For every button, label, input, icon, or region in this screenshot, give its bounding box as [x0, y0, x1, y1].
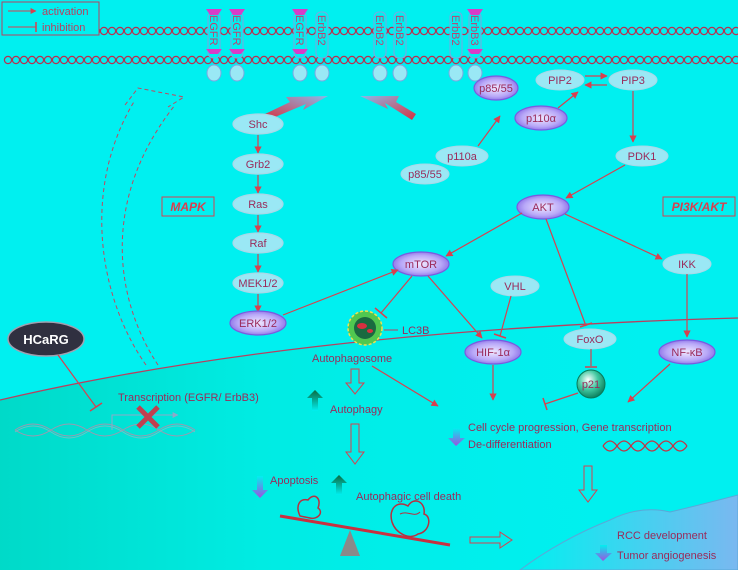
node-p110a-free: p110a	[447, 151, 478, 163]
node-p21: p21	[582, 379, 600, 391]
receptor-label: EGFR	[207, 15, 219, 46]
nucleus-region	[0, 318, 738, 570]
nuclear-membrane	[0, 317, 738, 401]
label-cell-cycle: Cell cycle progression, Gene transcripti…	[468, 422, 672, 434]
plasma-membrane	[3, 26, 738, 65]
mapk-title: MAPK	[170, 200, 207, 214]
autophagosome-icon	[347, 310, 383, 346]
svg-text:Ras: Ras	[248, 199, 268, 211]
node-akt: AKT	[532, 202, 554, 214]
receptor-6: ErbB2	[448, 11, 464, 82]
receptor-7: ErbB3	[467, 9, 483, 82]
label-hcarg: HCaRG	[23, 332, 69, 347]
node-mtor: mTOR	[405, 259, 437, 271]
label-angiogenesis: Tumor angiogenesis	[617, 550, 717, 562]
svg-text:Shc: Shc	[249, 119, 268, 131]
receptor-2: EGFR	[292, 9, 308, 82]
receptor-label: ErbB2	[373, 15, 385, 46]
node-p85-55-free: p85/55	[408, 169, 442, 181]
hollow-arrow-down-1	[344, 368, 366, 395]
label-rcc: RCC development	[617, 530, 707, 542]
node-pdk1: PDK1	[628, 151, 657, 163]
svg-text:ERK1/2: ERK1/2	[239, 318, 277, 330]
receptor-3: ErbB2	[314, 11, 330, 82]
big-arrow-to-mapk	[265, 96, 328, 120]
label-autophagosome: Autophagosome	[312, 353, 392, 365]
node-foxo: FoxO	[577, 334, 604, 346]
blocked-cross-icon	[136, 405, 160, 429]
feedback-dashed-arrow	[101, 87, 186, 366]
node-vhl: VHL	[504, 281, 525, 293]
receptor-label: EGFR	[293, 15, 305, 46]
tumor-region	[519, 494, 738, 570]
node-p85-55-top: p85/55	[479, 83, 513, 95]
receptor-label: ErbB2	[449, 15, 461, 46]
apoptosis-down-icon	[252, 476, 268, 498]
mapk-node-raf: Raf	[232, 232, 284, 254]
receptor-4: ErbB2	[372, 11, 388, 82]
label-dediff: De-differentiation	[468, 439, 552, 451]
label-apoptosis: Apoptosis	[270, 475, 319, 487]
cell-death-up-icon	[331, 475, 347, 495]
receptor-label: ErbB2	[393, 15, 405, 46]
hcarg-node	[7, 321, 85, 357]
pi3k-pathway: p85/55 PIP2 PIP3 p110α p110a p85/55 PDK1…	[392, 69, 716, 411]
node-ikk: IKK	[678, 259, 696, 271]
label-autophagic-cell-death: Autophagic cell death	[356, 491, 461, 503]
label-lc3b: LC3B	[402, 325, 430, 337]
mapk-node-shc: Shc	[232, 113, 284, 135]
mapk-node-erk12: ERK1/2	[229, 310, 287, 336]
receptor-label: ErbB2	[315, 15, 327, 46]
node-nfkb: NF-κB	[671, 347, 702, 359]
svg-text:Raf: Raf	[249, 238, 267, 250]
legend-activation: activation	[42, 6, 88, 18]
outcome-down-icon	[448, 428, 465, 446]
seesaw-icon	[279, 495, 451, 556]
receptor-label: EGFR	[230, 15, 242, 46]
autophagy-up-icon	[307, 390, 323, 411]
pi3k-title: PI3K/AKT	[672, 200, 728, 214]
svg-text:MEK1/2: MEK1/2	[238, 278, 277, 290]
receptors: EGFR EGFR EGFR ErbB2 ErbB2 ErbB2 ErbB2 ErbB3	[206, 9, 483, 82]
node-hif1a: HIF-1α	[476, 347, 511, 359]
legend-inhibition: inhibition	[42, 22, 85, 34]
dna-helix-icon	[14, 423, 196, 439]
node-pip3: PIP3	[621, 75, 645, 87]
big-arrow-to-pi3k	[360, 96, 416, 120]
mapk-node-grb2: Grb2	[232, 153, 284, 175]
receptor-0: EGFR	[206, 9, 222, 82]
hollow-arrow-down-2	[345, 423, 365, 465]
receptor-5: ErbB2	[392, 11, 408, 82]
legend: activation inhibition	[1, 1, 100, 36]
angio-down-icon	[595, 545, 612, 561]
receptor-label: ErbB3	[468, 15, 480, 46]
hollow-arrow-down-3	[578, 465, 598, 503]
receptor-1: EGFR	[229, 9, 245, 82]
svg-text:Grb2: Grb2	[246, 159, 270, 171]
label-autophagy: Autophagy	[330, 404, 383, 416]
hollow-arrow-right	[469, 531, 513, 549]
node-p110a-active: p110α	[526, 113, 557, 125]
gene-helix-icon	[602, 440, 688, 452]
node-pip2: PIP2	[548, 75, 572, 87]
mapk-node-mek12: MEK1/2	[232, 272, 284, 294]
mapk-node-ras: Ras	[232, 193, 284, 215]
label-transcription: Transcription (EGFR/ ErbB3)	[118, 392, 259, 404]
